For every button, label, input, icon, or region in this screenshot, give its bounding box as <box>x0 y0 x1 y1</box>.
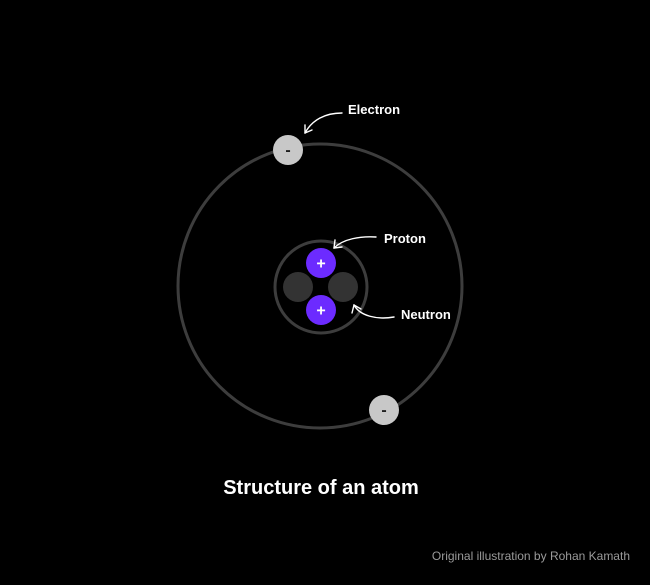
proton-top-symbol: + <box>316 256 325 273</box>
electron-bottom-symbol: - <box>381 402 386 419</box>
diagram-title: Structure of an atom <box>223 477 419 499</box>
neutron-right <box>328 272 358 302</box>
electron-bottom: - <box>369 395 399 425</box>
neutron-label: Neutron <box>401 307 451 322</box>
proton-label: Proton <box>384 231 426 246</box>
outer-orbit <box>176 142 464 430</box>
neutron-left <box>283 272 313 302</box>
electron-label: Electron <box>348 102 400 117</box>
proton-bottom-symbol: + <box>316 303 325 320</box>
illustration-credit: Original illustration by Rohan Kamath <box>432 549 630 563</box>
electron-top: - <box>273 135 303 165</box>
neutron-arrow <box>351 304 395 319</box>
proton-arrow <box>333 236 377 249</box>
proton-bottom: + <box>306 295 336 325</box>
proton-top: + <box>306 248 336 278</box>
nucleus-ring <box>273 239 369 335</box>
electron-arrow <box>304 112 343 134</box>
electron-top-symbol: - <box>285 142 290 159</box>
